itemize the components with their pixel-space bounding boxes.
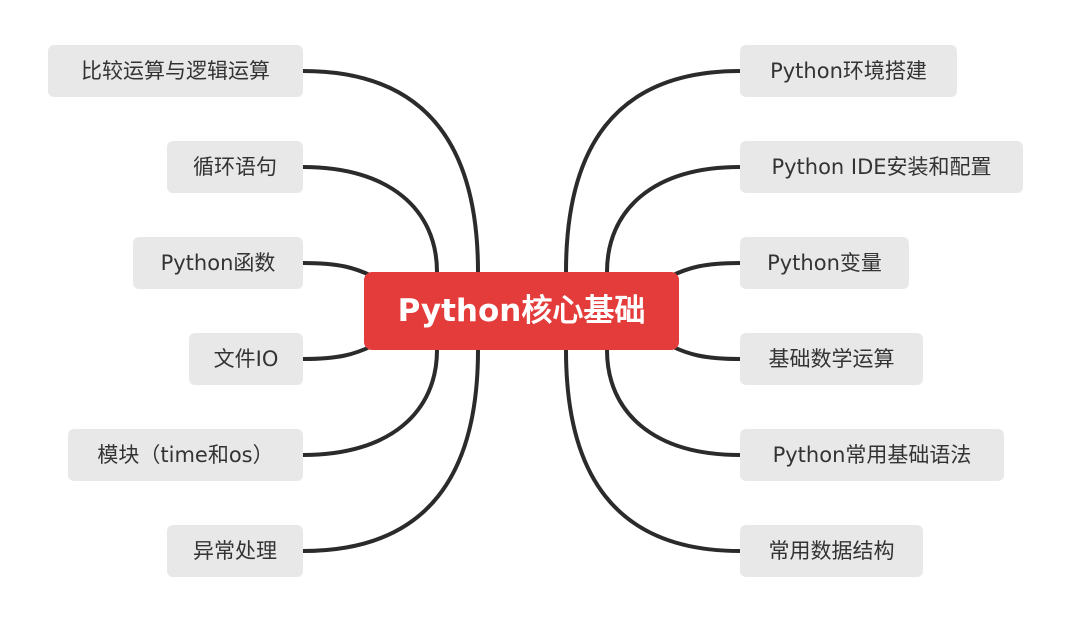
topic-basic-syntax[interactable]: Python常用基础语法 [740, 429, 1004, 481]
link-right-1 [605, 165, 742, 274]
topic-ide-setup[interactable]: Python IDE安装和配置 [740, 141, 1023, 193]
topic-compare-logic[interactable]: 比较运算与逻辑运算 [48, 45, 303, 97]
link-left-5 [301, 348, 480, 553]
topic-data-structures[interactable]: 常用数据结构 [740, 525, 923, 577]
topic-math[interactable]: 基础数学运算 [740, 333, 923, 385]
topic-variables[interactable]: Python变量 [740, 237, 909, 289]
topic-functions[interactable]: Python函数 [133, 237, 303, 289]
link-right-5 [564, 348, 742, 553]
topic-exceptions[interactable]: 异常处理 [167, 525, 303, 577]
link-left-3 [301, 344, 374, 361]
topic-env-setup[interactable]: Python环境搭建 [740, 45, 957, 97]
link-right-0 [564, 69, 742, 274]
link-left-4 [301, 348, 439, 457]
link-right-3 [669, 344, 742, 361]
central-topic[interactable]: Python核心基础 [364, 272, 679, 350]
topic-loops[interactable]: 循环语句 [167, 141, 303, 193]
topic-modules[interactable]: 模块（time和os） [68, 429, 303, 481]
link-left-1 [301, 165, 439, 274]
link-right-4 [605, 348, 742, 457]
link-left-0 [301, 69, 480, 274]
link-left-2 [301, 261, 374, 278]
link-right-2 [669, 261, 742, 278]
topic-file-io[interactable]: 文件IO [189, 333, 303, 385]
